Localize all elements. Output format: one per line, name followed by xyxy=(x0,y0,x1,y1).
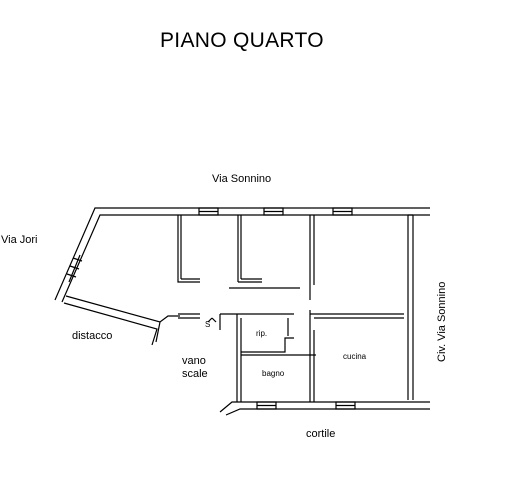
label-distacco: distacco xyxy=(72,330,113,342)
outer-wall-top xyxy=(54,207,430,303)
label-via-jori: Via Jori xyxy=(1,234,38,246)
label-rip: rip. xyxy=(256,329,268,338)
window-left xyxy=(66,254,83,283)
window-top-3 xyxy=(332,207,353,216)
label-civ-via-sonnino: Civ. Via Sonnino xyxy=(436,281,448,362)
window-bottom-1 xyxy=(256,401,277,410)
window-top-1 xyxy=(198,207,219,216)
label-cortile: cortile xyxy=(306,428,336,440)
label-vano: vano xyxy=(182,355,206,367)
window-bottom-2 xyxy=(335,401,356,410)
label-cucina: cucina xyxy=(343,352,367,361)
partition-room-3 xyxy=(309,215,315,300)
stair-wall xyxy=(207,314,221,330)
label-bagno: bagno xyxy=(262,369,285,378)
partition-room-2 xyxy=(229,215,300,289)
window-top-2 xyxy=(263,207,284,216)
distacco-wall xyxy=(63,295,180,346)
label-via-sonnino: Via Sonnino xyxy=(212,173,272,185)
label-scale: scale xyxy=(182,368,208,380)
outer-wall-bottom xyxy=(219,401,430,416)
partition-room-1 xyxy=(177,215,200,283)
stair-mark: S xyxy=(205,320,211,329)
partition-lower xyxy=(178,310,404,402)
right-strip-wall xyxy=(407,214,414,400)
page-title: PIANO QUARTO xyxy=(160,29,324,52)
